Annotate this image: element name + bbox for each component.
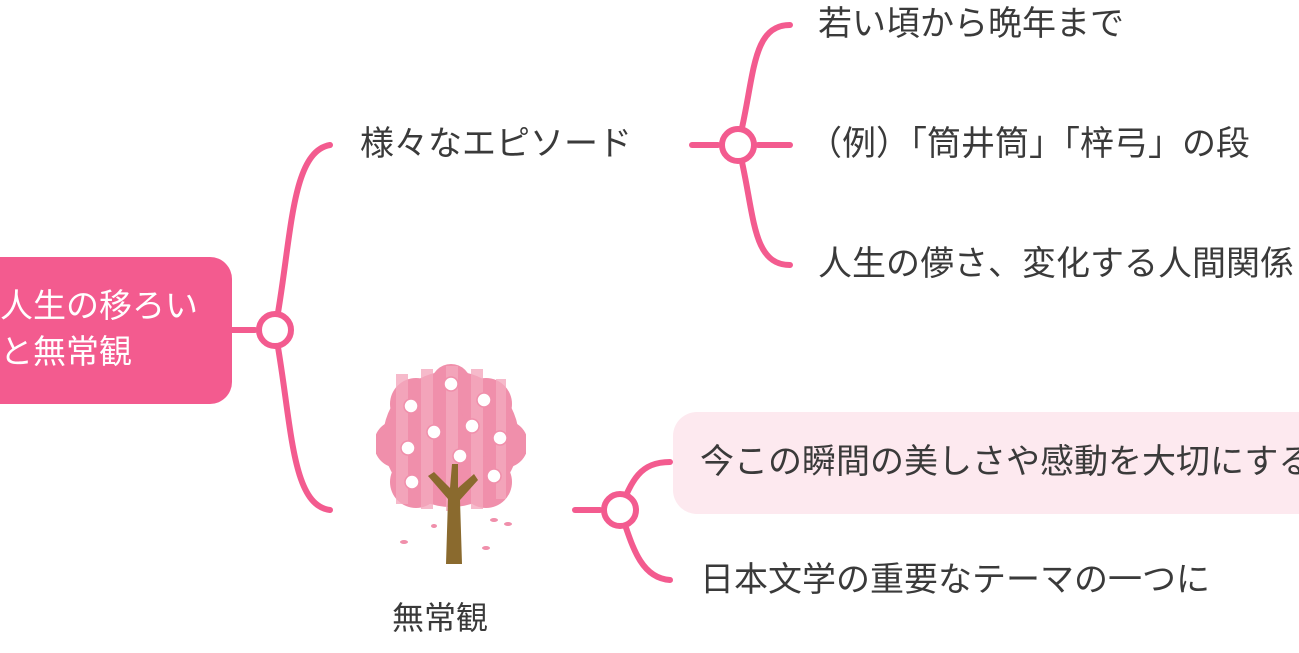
junction-episodes <box>719 126 757 164</box>
tree-crown <box>376 364 526 511</box>
episode-child-3[interactable]: 人生の儚さ、変化する人間関係 <box>818 244 1294 284</box>
root-line-1: 人生の移ろい <box>0 286 198 325</box>
root-line-2: と無常観 <box>0 332 132 371</box>
branch-episodes-label[interactable]: 様々なエピソード <box>360 124 632 164</box>
connector-episodes-to-child-3 <box>735 142 793 268</box>
mujo-child-2[interactable]: 日本文学の重要なテーマの一つに <box>700 560 1210 600</box>
branch-mujo-label[interactable]: 無常観 <box>392 599 489 637</box>
tree-trunk <box>428 464 478 564</box>
junction-root <box>256 311 294 349</box>
connector-root-to-episodes <box>272 142 333 333</box>
blossom-flowers <box>400 376 508 490</box>
connector-root-to-mujo <box>272 327 333 513</box>
highlight-box <box>673 412 1299 514</box>
cherry-blossom-tree-image[interactable] <box>376 364 526 574</box>
root-node[interactable]: 人生の移ろい と無常観 <box>0 257 232 404</box>
episode-child-1[interactable]: 若い頃から晩年まで <box>818 4 1124 44</box>
connector-episodes-to-child-1 <box>735 22 793 148</box>
falling-petals <box>400 518 512 550</box>
mujo-child-1[interactable]: 今この瞬間の美しさや感動を大切にする <box>700 442 1299 482</box>
episode-child-2[interactable]: （例）「筒井筒」「梓弓」の段 <box>808 124 1250 164</box>
junction-mujo <box>601 491 639 529</box>
